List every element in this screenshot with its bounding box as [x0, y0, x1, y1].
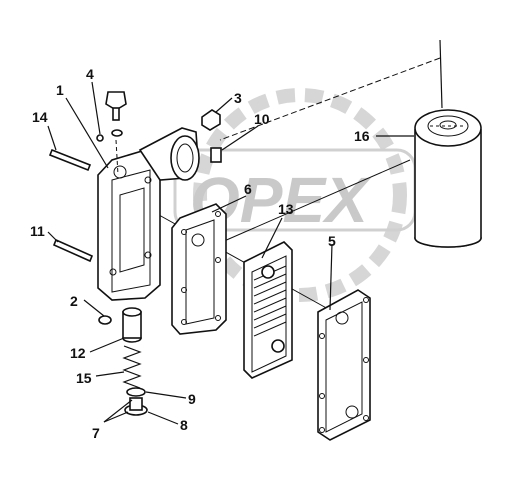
plug-cap — [201, 109, 221, 131]
callout-10: 10 — [254, 111, 270, 127]
washer-small — [96, 134, 104, 142]
callout-4: 4 — [86, 66, 94, 82]
callout-1: 1 — [56, 82, 64, 98]
callout-7: 7 — [92, 425, 100, 441]
callout-12: 12 — [70, 345, 86, 361]
stud-upper — [48, 148, 92, 172]
oil-cooler — [243, 241, 293, 379]
bolt — [105, 91, 127, 176]
fitting — [210, 147, 222, 163]
callout-15: 15 — [76, 370, 92, 386]
leader-lines — [47, 81, 414, 425]
stud-lower — [52, 238, 94, 263]
callout-13: 13 — [278, 201, 294, 217]
spring — [122, 345, 142, 389]
callout-5: 5 — [328, 233, 336, 249]
gasket-left — [171, 203, 227, 335]
gasket-right — [317, 289, 371, 441]
callout-14: 14 — [32, 109, 48, 125]
valve-piston — [122, 307, 142, 343]
plug-small — [98, 315, 112, 325]
callout-6: 6 — [244, 181, 252, 197]
drain-plug — [124, 397, 148, 416]
seal-ring — [126, 387, 146, 397]
oil-filter-housing — [97, 127, 200, 301]
callout-16: 16 — [354, 128, 370, 144]
callout-2: 2 — [70, 293, 78, 309]
callout-11: 11 — [30, 223, 45, 239]
callout-labels: 1 2 3 4 5 6 7 8 9 10 11 12 13 14 15 16 — [30, 66, 370, 441]
oil-filter — [414, 39, 482, 248]
callout-8: 8 — [180, 417, 188, 433]
callout-3: 3 — [234, 90, 242, 106]
callout-9: 9 — [188, 391, 196, 407]
